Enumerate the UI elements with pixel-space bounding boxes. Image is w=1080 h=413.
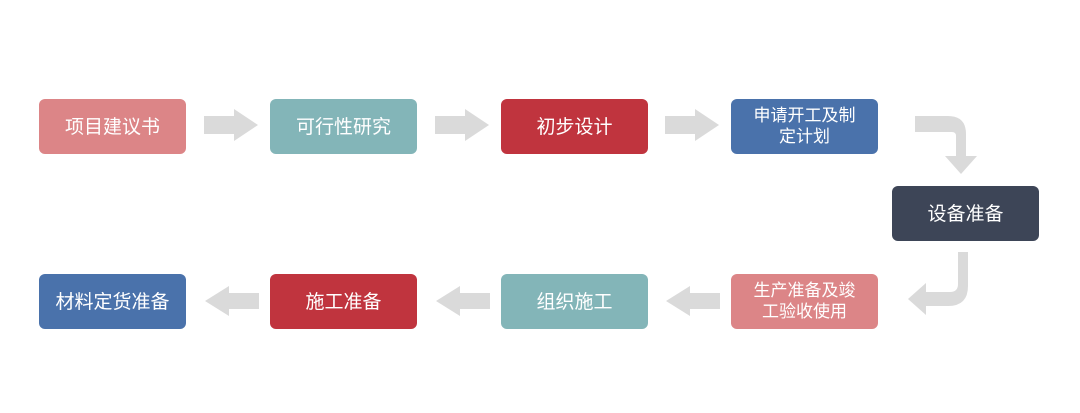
step-label: 组织施工 [536,290,613,313]
step-label: 材料定货准备 [55,290,170,313]
curved-down-arrow-icon [915,116,977,174]
step-organize-construction: 组织施工 [501,274,648,329]
curved-left-arrow-icon [908,252,968,315]
step-label: 申请开工及制 定计划 [753,105,856,147]
step-feasibility-study: 可行性研究 [270,99,417,154]
left-arrow-icon [205,286,259,316]
step-material-order-prep: 材料定货准备 [39,274,186,329]
step-label: 施工准备 [305,290,382,313]
right-arrow-icon [204,109,258,141]
step-project-proposal: 项目建议书 [39,99,186,154]
step-label: 初步设计 [536,115,613,138]
step-apply-start-plan: 申请开工及制 定计划 [731,99,878,154]
left-arrow-icon [666,286,720,316]
step-preliminary-design: 初步设计 [501,99,648,154]
right-arrow-icon [665,109,719,141]
step-production-acceptance: 生产准备及竣 工验收使用 [731,274,878,329]
left-arrow-icon [436,286,490,316]
step-label: 可行性研究 [295,115,391,138]
right-arrow-icon [435,109,489,141]
step-label: 设备准备 [927,202,1004,225]
step-equipment-prep: 设备准备 [892,186,1039,241]
step-construction-prep: 施工准备 [270,274,417,329]
step-label: 生产准备及竣 工验收使用 [753,280,856,322]
step-label: 项目建议书 [64,115,160,138]
